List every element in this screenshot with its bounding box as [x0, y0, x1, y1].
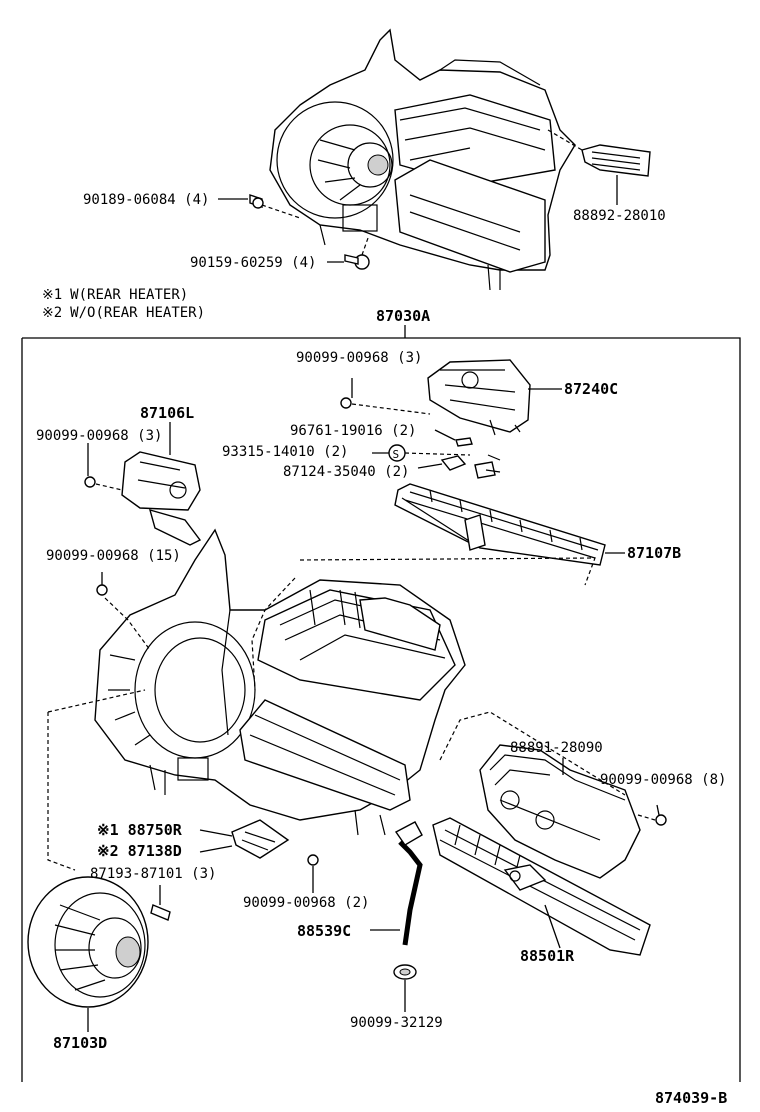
label-90099-00968-a: 90099-00968 (3) [296, 350, 423, 366]
core-87107b-drawing [394, 483, 606, 566]
label-87030a: 87030A [376, 307, 431, 325]
label-87240c: 87240C [564, 380, 619, 398]
label-90099-00968-c: 90099-00968 (15) [46, 548, 181, 564]
label-90189-06084: 90189-06084 (4) [83, 192, 210, 208]
label-90159-60259: 90159-60259 (4) [190, 255, 317, 271]
small-parts-drawing: S [388, 437, 501, 479]
top-assembly-drawing [249, 28, 651, 291]
case-88891-drawing [439, 711, 641, 879]
label-88891-28090: 88891-28090 [510, 740, 603, 756]
figure-id: 874039-B [655, 1089, 728, 1107]
assembly-boundary [21, 337, 741, 1082]
hose-88539c-drawing [393, 821, 423, 1012]
label-87106l: 87106L [140, 404, 195, 422]
label-93315-14010: 93315-14010 (2) [222, 444, 349, 460]
filter-88501r-drawing [432, 817, 651, 956]
svg-text:S: S [393, 448, 400, 461]
label-88501r: 88501R [520, 947, 575, 965]
label-87124-35040: 87124-35040 (2) [283, 464, 410, 480]
label-96761-19016: 96761-19016 (2) [290, 423, 417, 439]
label-87138d: ※2 87138D [97, 842, 182, 860]
unit-87240c-drawing [340, 359, 531, 436]
main-unit-drawing [94, 528, 466, 836]
label-90099-00968-d: 90099-00968 (8) [600, 772, 727, 788]
label-87103d: 87103D [53, 1034, 108, 1052]
label-88750r: ※1 88750R [97, 821, 182, 839]
label-87193-87101: 87193-87101 (3) [90, 866, 217, 882]
label-88892-28010: 88892-28010 [573, 208, 666, 224]
label-90099-00968-e: 90099-00968 (2) [243, 895, 370, 911]
actuator-87106l-drawing [84, 451, 202, 546]
resistor-88750r-drawing [231, 819, 290, 859]
label-90099-00968-b: 90099-00968 (3) [36, 428, 163, 444]
label-90099-32129: 90099-32129 [350, 1015, 443, 1031]
blower-motor-drawing [27, 876, 149, 1008]
label-87107b: 87107B [627, 544, 682, 562]
label-88539c: 88539C [297, 922, 352, 940]
